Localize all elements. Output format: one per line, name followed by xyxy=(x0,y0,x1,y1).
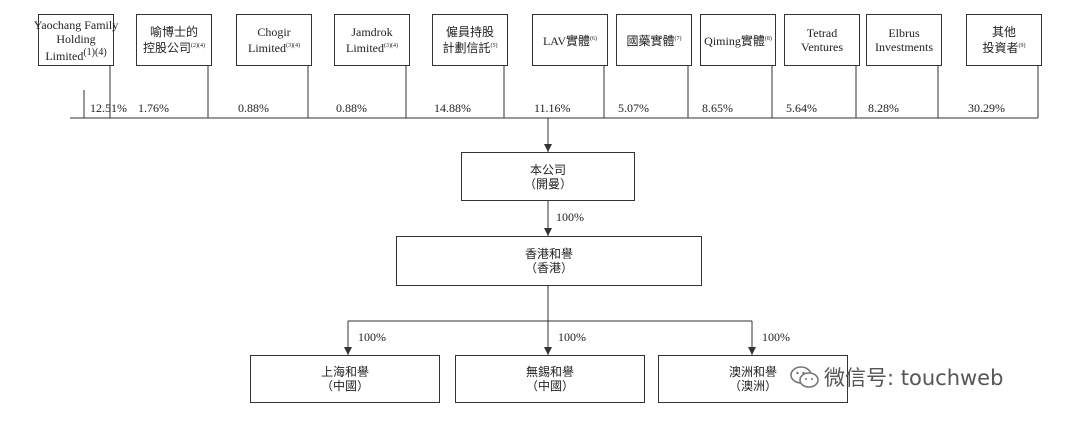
company-box: 本公司（開曼） xyxy=(461,152,635,201)
hk-sub-box-line-1: 香港和譽 xyxy=(524,247,573,261)
to-company-arrow xyxy=(544,144,552,152)
shareholder-box-4-line-1: 僱員持股 xyxy=(445,25,494,39)
shareholder-box-6-line-1: 國藥實體(7) xyxy=(626,34,682,48)
shareholder-box-4-line-2: 計劃信託(5) xyxy=(442,41,498,55)
sub-box-0: 上海和譽（中國） xyxy=(250,355,440,403)
shareholder-box-0-note: (1)(4) xyxy=(83,46,107,58)
sub-box-1-line-2: （中國） xyxy=(525,379,574,393)
shareholder-box-0-line-1: Yaochang Family xyxy=(33,17,119,32)
shareholder-box-1-line-2: 控股公司(2)(4) xyxy=(142,41,205,55)
shareholder-box-0-line-2: Holding xyxy=(56,31,96,46)
shareholder-box-2-line-1: Chogir xyxy=(257,25,291,39)
shareholder-pct-9: 8.28% xyxy=(868,101,899,115)
shareholder-box-6: 國藥實體(7) xyxy=(616,14,692,66)
shareholder-pct-3: 0.88% xyxy=(336,101,367,115)
watermark: 微信号: touchweb xyxy=(790,362,1003,392)
shareholder-box-1: 喻博士的控股公司(2)(4) xyxy=(136,14,212,66)
shareholder-box-2-line-2: Limited(3)(4) xyxy=(248,41,300,55)
shareholder-box-10-line-2: 投資者(9) xyxy=(982,41,1026,55)
shareholder-box-10-note: (9) xyxy=(1018,43,1026,49)
shareholder-box-5-note: (6) xyxy=(590,36,598,42)
sub-box-0-line-1: 上海和譽 xyxy=(320,365,369,379)
sub-pct-0: 100% xyxy=(358,330,386,344)
shareholder-pct-1: 1.76% xyxy=(138,101,169,115)
shareholder-box-4: 僱員持股計劃信託(5) xyxy=(432,14,508,66)
shareholder-box-7-line-1: Qiming實體(8) xyxy=(704,34,772,48)
sub-arrow-1 xyxy=(544,347,552,355)
hk-pct: 100% xyxy=(556,210,584,224)
shareholder-pct-7: 8.65% xyxy=(702,101,733,115)
shareholder-pct-2: 0.88% xyxy=(238,101,269,115)
shareholder-box-1-line-1: 喻博士的 xyxy=(149,25,198,39)
sub-box-2-line-1: 澳洲和譽 xyxy=(728,365,777,379)
to-hk-arrow xyxy=(544,228,552,236)
shareholder-pct-0: 12.51% xyxy=(90,101,127,115)
shareholder-box-7: Qiming實體(8) xyxy=(700,14,776,66)
shareholder-box-1-note: (2)(4) xyxy=(191,43,205,49)
shareholder-box-10-line-1: 其他 xyxy=(991,25,1016,39)
shareholder-box-9-line-1: Elbrus xyxy=(888,26,920,40)
sub-box-1: 無錫和譽（中國） xyxy=(455,355,645,403)
shareholder-pct-4: 14.88% xyxy=(434,101,471,115)
shareholder-box-8-line-2: Ventures xyxy=(801,40,843,54)
sub-box-0-line-2: （中國） xyxy=(320,379,369,393)
shareholder-box-3-line-2: Limited(3)(4) xyxy=(346,41,398,55)
company-box-line-1: 本公司 xyxy=(529,162,566,177)
shareholder-box-7-note: (8) xyxy=(764,36,772,42)
shareholder-pct-10: 30.29% xyxy=(968,101,1005,115)
shareholder-box-5: LAV實體(6) xyxy=(532,14,608,66)
shareholder-box-2-note: (3)(4) xyxy=(286,43,300,49)
sub-pct-1: 100% xyxy=(558,330,586,344)
sub-box-1-line-1: 無錫和譽 xyxy=(525,365,574,379)
wechat-icon xyxy=(790,366,819,388)
hk-sub-box-line-2: （香港） xyxy=(524,261,573,275)
company-box-line-2: （開曼） xyxy=(523,176,572,191)
shareholder-box-10: 其他投資者(9) xyxy=(966,14,1042,66)
shareholder-pct-5: 11.16% xyxy=(534,101,571,115)
shareholder-pct-6: 5.07% xyxy=(618,101,649,115)
sub-box-2-line-2: （澳洲） xyxy=(728,379,777,393)
shareholder-box-8-line-1: Tetrad xyxy=(806,26,838,40)
hk-sub-box: 香港和譽（香港） xyxy=(396,236,702,286)
shareholder-box-3-line-1: Jamdrok xyxy=(351,25,393,39)
sub-pct-2: 100% xyxy=(762,330,790,344)
shareholder-box-6-note: (7) xyxy=(674,36,682,42)
sub-arrow-2 xyxy=(748,347,756,355)
sub-arrow-0 xyxy=(344,347,352,355)
shareholder-pct-8: 5.64% xyxy=(786,101,817,115)
watermark-text: 微信号: touchweb xyxy=(824,366,1004,390)
shareholder-box-0-line-3: Limited(1)(4) xyxy=(45,46,107,63)
shareholder-box-9-line-2: Investments xyxy=(875,40,933,54)
shareholder-box-5-line-1: LAV實體(6) xyxy=(542,34,598,48)
shareholder-box-3-note: (3)(4) xyxy=(384,43,398,49)
shareholder-box-4-note: (5) xyxy=(490,43,498,49)
